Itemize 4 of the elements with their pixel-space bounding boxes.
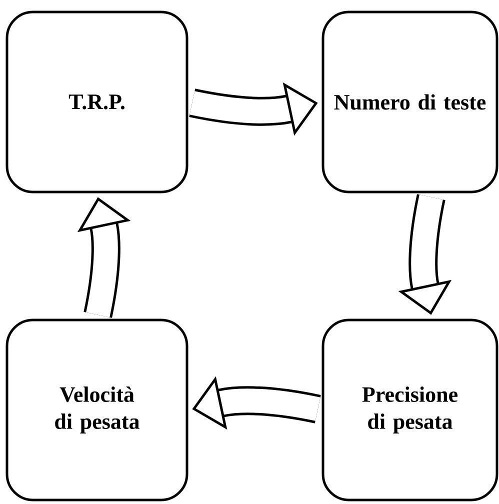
- process-box: Velocità di pesata: [6, 318, 188, 502]
- process-box: Numero di teste: [322, 10, 498, 194]
- process-box: Precisione di pesata: [322, 318, 498, 502]
- process-box: T.R.P.: [6, 10, 188, 194]
